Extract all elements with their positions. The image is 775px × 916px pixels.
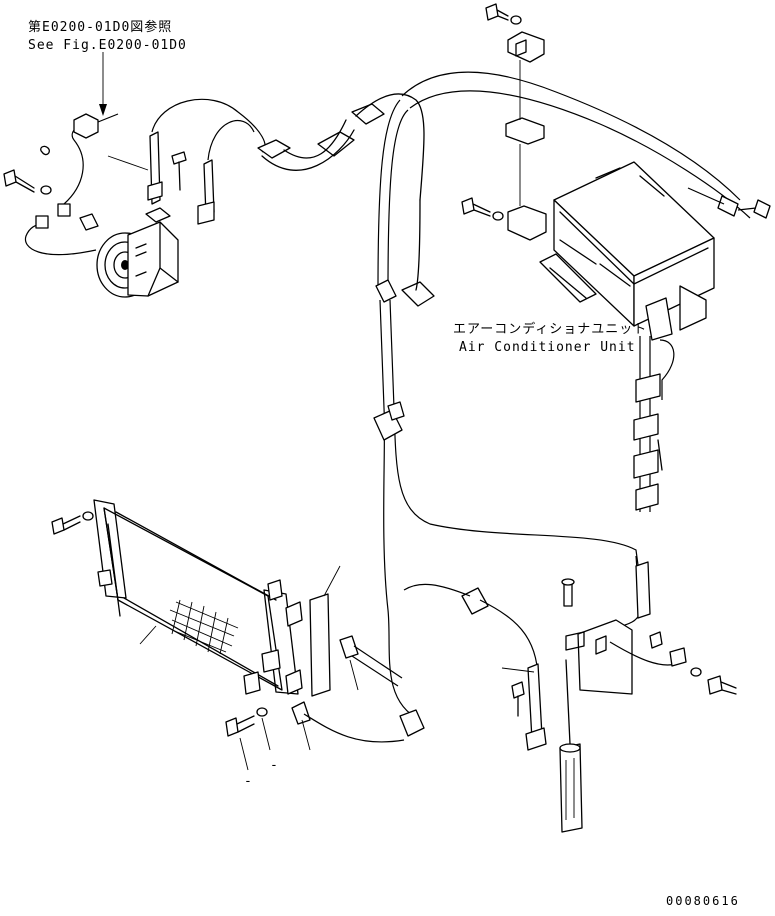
reference-label-jp: 第E0200-01D0図参照 <box>28 20 173 35</box>
receiver-drier <box>559 659 583 833</box>
reference-label-en: See Fig.E0200-01D0 <box>28 38 187 53</box>
leader-compressor <box>107 155 149 171</box>
unit-piping <box>401 71 771 219</box>
leader-condenser <box>139 625 157 645</box>
lower-right-hoses <box>479 555 651 751</box>
compressor <box>96 207 179 298</box>
unit-label-en: Air Conditioner Unit <box>459 340 636 355</box>
compressor-group <box>3 98 266 298</box>
main-hose-run <box>373 99 641 721</box>
air-conditioner-unit <box>539 161 715 341</box>
leader-fitting-upper <box>349 659 359 691</box>
leader-bolt <box>239 737 249 771</box>
suction-hose <box>151 98 266 161</box>
condenser-fittings <box>225 635 405 771</box>
unit-brackets <box>461 3 547 241</box>
condenser-bracket <box>309 565 341 697</box>
leader-bracket <box>323 565 341 597</box>
condenser <box>93 499 303 695</box>
switch-bolts <box>690 667 737 695</box>
unit-label-jp: エアーコンディショナユニット <box>453 322 648 337</box>
hose-clips-top <box>257 93 425 201</box>
compressor-wiring <box>24 113 119 256</box>
compressor-bolt <box>3 169 52 195</box>
lower-clips <box>399 583 489 737</box>
pressure-switch <box>561 578 687 695</box>
hose-fittings <box>147 131 215 225</box>
callout-mark-2: - <box>270 758 279 773</box>
callout-mark-1: - <box>244 774 253 789</box>
condenser-core-grid <box>169 599 239 655</box>
reference-leader <box>99 52 107 116</box>
drain-pipes <box>633 336 675 512</box>
drawing-number: 00080616 <box>666 894 740 908</box>
leader-washer <box>261 717 271 751</box>
leader-fitting-lower <box>301 719 311 751</box>
leader-hose <box>501 667 535 673</box>
condenser-bolt <box>51 511 94 535</box>
